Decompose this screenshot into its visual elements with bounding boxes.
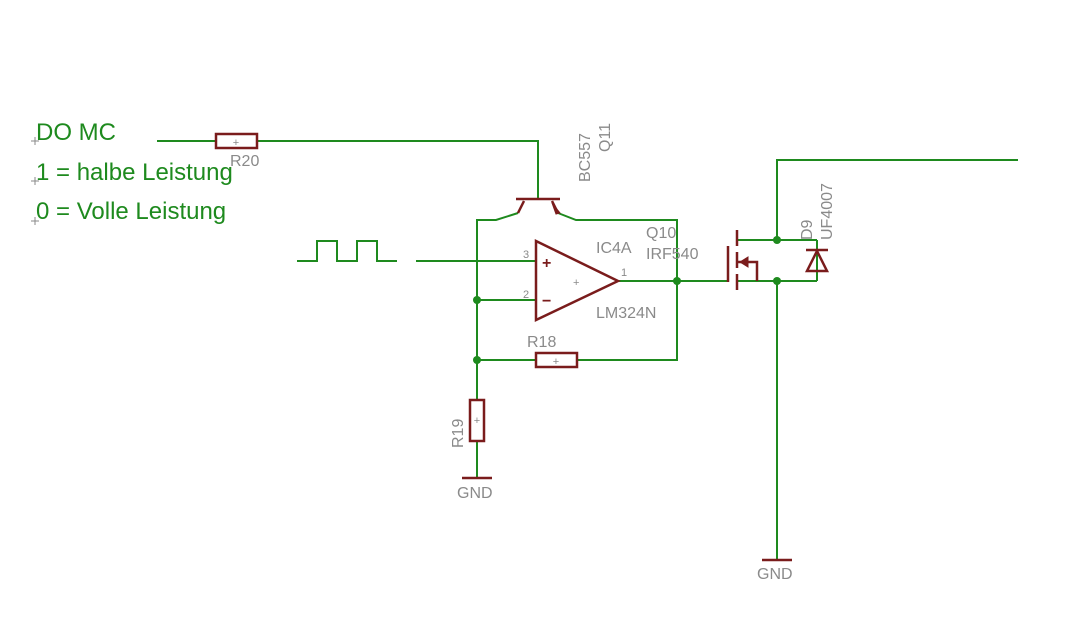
r18-label: R18: [527, 334, 556, 351]
pin-2-label: 2: [523, 289, 529, 301]
opamp-ic4a: + − + 3 2 1 IC4A LM324N: [523, 238, 656, 322]
ic-name-label: IC4A: [596, 240, 632, 257]
r20-label: R20: [230, 153, 259, 170]
annotation-notes: DO MC 1 = halbe Leistung 0 = Volle Leist…: [31, 119, 233, 225]
pwm-square-wave: [297, 240, 397, 262]
q10-arrow-icon: [739, 256, 749, 268]
wire-q11-collector: [476, 212, 519, 478]
r19-mark: +: [474, 415, 480, 427]
wires: [157, 140, 1018, 560]
r19-label: R19: [450, 419, 467, 448]
resistor-r18: + R18: [527, 334, 579, 369]
q11-value-label: BC557: [577, 133, 594, 182]
q10-value-label: IRF540: [646, 246, 699, 263]
opamp-minus-sign: −: [542, 293, 551, 310]
wire-r20-q11-base: [257, 140, 539, 198]
d9-name-label: D9: [799, 219, 816, 240]
junction-output: [673, 277, 681, 285]
diode-d9: D9 UF4007: [799, 183, 836, 273]
opamp-plus-sign: +: [542, 255, 551, 272]
wire-q11-emitter: [557, 212, 678, 281]
wire-supply: [776, 159, 1018, 240]
q10-name-label: Q10: [646, 225, 676, 242]
note-full-power: 0 = Volle Leistung: [36, 198, 226, 225]
note-half-power: 1 = halbe Leistung: [36, 159, 233, 186]
note-do-mc: DO MC: [36, 119, 116, 146]
junction-source: [773, 277, 781, 285]
resistor-r20: + R20: [214, 132, 259, 170]
pin-1-label: 1: [621, 267, 627, 279]
gnd-label-2: GND: [757, 566, 793, 583]
ic-value-label: LM324N: [596, 305, 656, 322]
d9-value-label: UF4007: [819, 183, 836, 240]
junction-inverting: [473, 296, 481, 304]
r20-mark: +: [233, 137, 239, 149]
resistor-r19: + R19: [450, 398, 486, 448]
pin-3-label: 3: [523, 249, 529, 261]
ground-symbol-1: GND: [457, 476, 493, 502]
q11-name-label: Q11: [597, 123, 614, 152]
mosfet-q10: Q10 IRF540: [646, 225, 759, 290]
wire-r18-right: [577, 281, 678, 361]
junctions: [473, 236, 781, 364]
junction-feedback: [473, 356, 481, 364]
gnd-label-1: GND: [457, 485, 493, 502]
junction-drain: [773, 236, 781, 244]
r18-mark: +: [553, 356, 559, 368]
opamp-center-sign: +: [573, 277, 579, 289]
transistor-q11: BC557 Q11: [516, 123, 614, 215]
q11-emitter-arrow-icon: [551, 202, 561, 215]
ground-symbol-2: GND: [757, 558, 793, 583]
